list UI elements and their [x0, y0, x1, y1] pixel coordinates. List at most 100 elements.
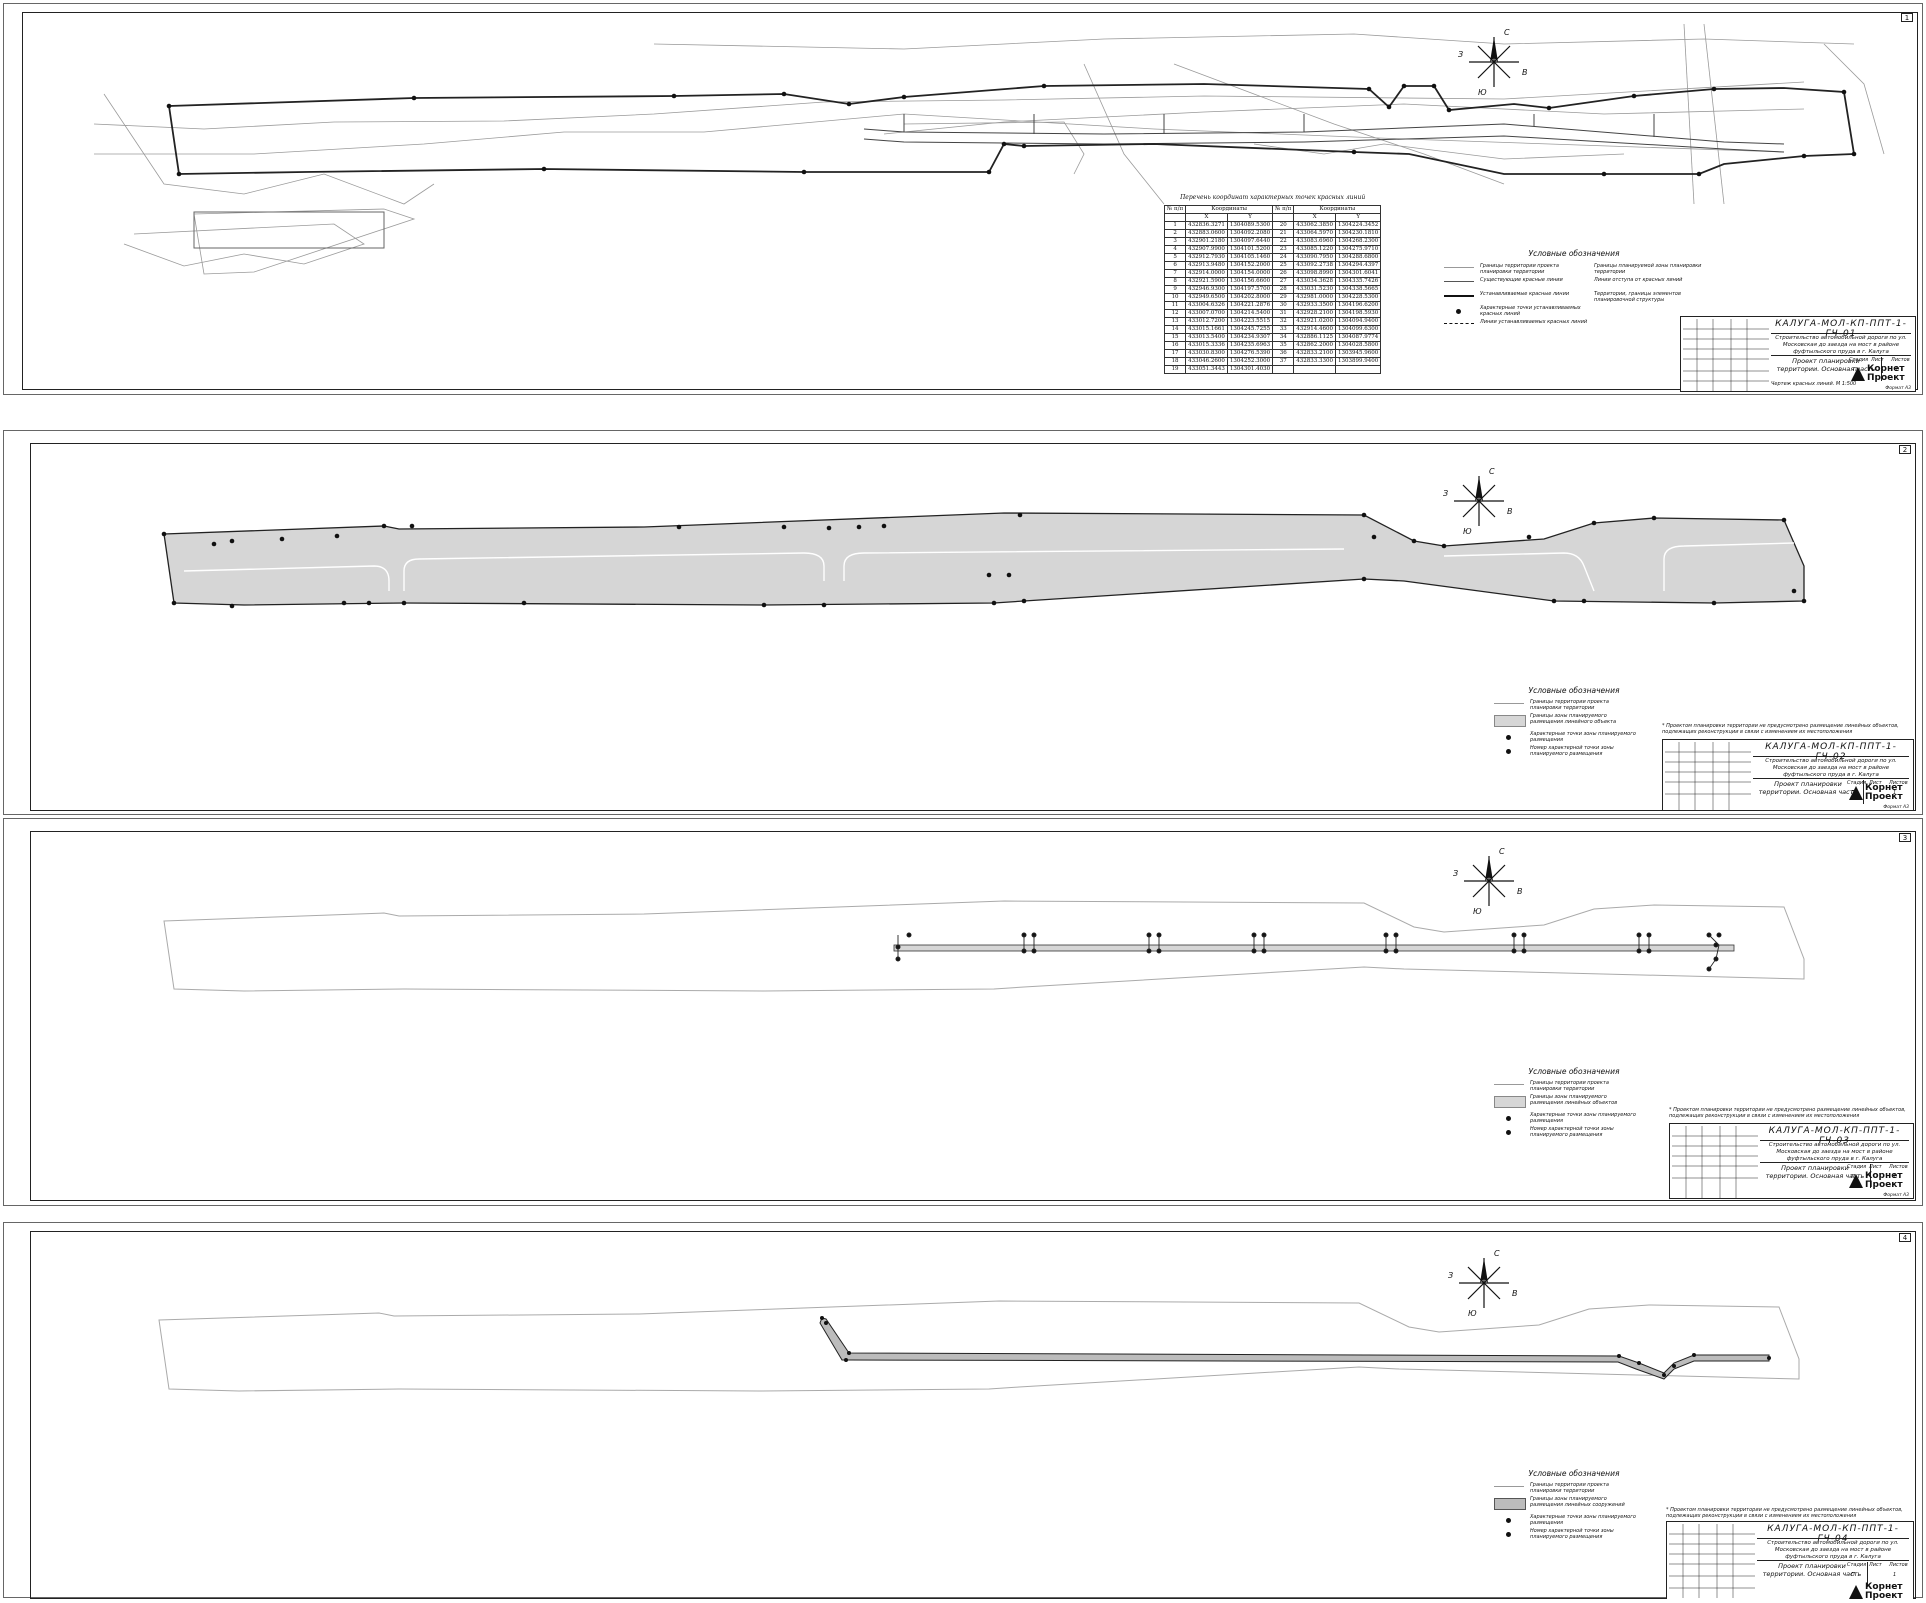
table-cell: 2: [1163, 229, 1187, 238]
table-cell: 15: [1163, 333, 1187, 342]
legend-row: Границы зоны планируемого размещения лин…: [1494, 1496, 1654, 1514]
drawing-title: Проект планировки территории. Основная ч…: [1760, 1164, 1871, 1188]
logo-icon: [1849, 1174, 1863, 1188]
legend-row: Номер характерной точки зоны планируемог…: [1494, 745, 1654, 759]
legend-row: Устанавливаемые красные линии: [1444, 291, 1594, 305]
table-cell: 11: [1163, 301, 1187, 310]
table-cell: 1304335.7426: [1335, 277, 1382, 286]
legend-row: Линии устанавливаемых красных линий: [1444, 319, 1594, 333]
north-arrow-icon: С З В Ю: [1448, 1249, 1518, 1318]
table-cell: 432921.5900: [1185, 277, 1228, 286]
table-cell: 1304301.6041: [1335, 269, 1382, 278]
header-cell: Координаты: [1293, 205, 1382, 214]
compass-east: В: [1517, 887, 1523, 896]
table-cell: 1304214.5400: [1226, 309, 1274, 318]
table-cell: 1304152.2000: [1226, 261, 1274, 270]
table-cell: 433013.5400: [1185, 333, 1228, 342]
table-cell: 1304223.5515: [1226, 317, 1274, 326]
compass-south: Ю: [1468, 1309, 1477, 1318]
compass-south: Ю: [1473, 907, 1482, 916]
table-cell: 26: [1272, 269, 1295, 278]
table-cell: 1304097.6440: [1226, 237, 1274, 246]
table-cell: 4: [1163, 245, 1187, 254]
table-cell: 1304101.5200: [1226, 245, 1274, 254]
table-cell: 433090.7950: [1293, 253, 1337, 262]
compass-north: С: [1504, 28, 1510, 37]
table-cell: 433051.3443: [1185, 365, 1228, 374]
table-cell: 29: [1272, 293, 1295, 302]
table-cell: 1304288.6800: [1335, 253, 1382, 262]
table-cell: 432833.3300: [1293, 357, 1337, 366]
table-cell: 1304230.1810: [1335, 229, 1382, 238]
table-cell: 432907.9900: [1185, 245, 1228, 254]
project-description: Строительство автомобильной дороги по ул…: [1753, 758, 1909, 779]
table-cell: [1293, 365, 1337, 374]
table-cell: 432886.1125: [1293, 333, 1337, 342]
drawing-title: Проект планировки территории. Основная ч…: [1771, 357, 1882, 381]
table-cell: 433092.2738: [1293, 261, 1337, 270]
table-cell: 433062.3850: [1293, 221, 1337, 230]
table-cell: 433007.0700: [1185, 309, 1228, 318]
drawing-code: КАЛУГА-МОЛ-КП-ППТ-1-ГЧ-03: [1760, 1126, 1909, 1146]
table-cell: 433015.1661: [1185, 325, 1228, 334]
subheader-cell: X: [1185, 213, 1228, 222]
table-cell: 432981.0000: [1293, 293, 1337, 302]
drawing-sheet-3: 3 С З В Ю Условные обозна: [3, 818, 1923, 1206]
sheet-number: 3: [1899, 833, 1911, 842]
subheader-cell: Y: [1335, 213, 1382, 222]
legend-row: Номер характерной точки зоны планируемог…: [1494, 1126, 1654, 1140]
title-block-1: КАЛУГА-МОЛ-КП-ППТ-1-ГЧ-01 Строительство …: [1680, 316, 1916, 392]
legend-title: Условные обозначения: [1528, 1469, 1620, 1478]
project-description: Строительство автомобильной дороги по ул…: [1757, 1540, 1909, 1561]
table-cell: 32: [1272, 317, 1295, 326]
table-cell: 433085.1220: [1293, 245, 1337, 254]
table-cell: 1304234.9307: [1226, 333, 1274, 342]
compass-west: З: [1453, 869, 1459, 878]
legend-row: Существующие красные линии: [1444, 277, 1594, 291]
table-cell: 6: [1163, 261, 1187, 270]
table-cell: 1304268.2300: [1335, 237, 1382, 246]
table-cell: 16: [1163, 341, 1187, 350]
legend-row: Характерные точки устанавливаемых красны…: [1444, 305, 1594, 319]
zone-points: [161, 512, 1807, 609]
reconstruction-note: * Проектом планировки территории не пред…: [1666, 1507, 1903, 1519]
legend-2: Условные обозначения Границы территории …: [1494, 686, 1654, 759]
linear-structures-plan: [158, 1300, 1800, 1392]
drawing-sheet-2: 2 С З В Ю: [3, 430, 1923, 815]
table-cell: 14: [1163, 325, 1187, 334]
table-cell: 432912.7930: [1185, 253, 1228, 262]
table-cell: 19: [1163, 365, 1187, 374]
title-block-2: КАЛУГА-МОЛ-КП-ППТ-1-ГЧ-02 Строительство …: [1662, 739, 1914, 811]
legend-row: Границы зоны планируемого размещения лин…: [1494, 713, 1654, 731]
drawing-title: Проект планировки территории. Основная ч…: [1753, 780, 1864, 804]
table-cell: 3: [1163, 237, 1187, 246]
north-arrow-icon: С З В Ю: [1453, 847, 1523, 916]
legend-row: Границы территории проекта планировки те…: [1494, 699, 1654, 713]
stage-box: Стадия Лист Листов П 1: [1849, 357, 1910, 373]
coordinate-table-caption: Перечень координат характерных точек кра…: [1180, 194, 1366, 201]
table-cell: 9: [1163, 285, 1187, 294]
table-cell: 432914.4600: [1293, 325, 1337, 334]
table-cell: 1304294.4397: [1335, 261, 1382, 270]
subheader-cell: Y: [1226, 213, 1274, 222]
table-cell: 34: [1272, 333, 1295, 342]
table-cell: 22: [1272, 237, 1295, 246]
stamp-grid: [1669, 1524, 1755, 1598]
compass-north: С: [1499, 847, 1505, 856]
stage-box: Стадия Лист Листов П 1: [1847, 1562, 1908, 1578]
drawing-scale: Чертеж красных линий. М 1:500: [1771, 381, 1857, 387]
north-arrow-icon: С З В Ю: [1443, 467, 1513, 536]
table-cell: 1304228.5300: [1335, 293, 1382, 302]
table-cell: 1304099.6300: [1335, 325, 1382, 334]
table-cell: 31: [1272, 309, 1295, 318]
table-cell: 1304197.5700: [1226, 285, 1274, 294]
table-cell: 432921.0200: [1293, 317, 1337, 326]
table-cell: 432949.6500: [1185, 293, 1228, 302]
